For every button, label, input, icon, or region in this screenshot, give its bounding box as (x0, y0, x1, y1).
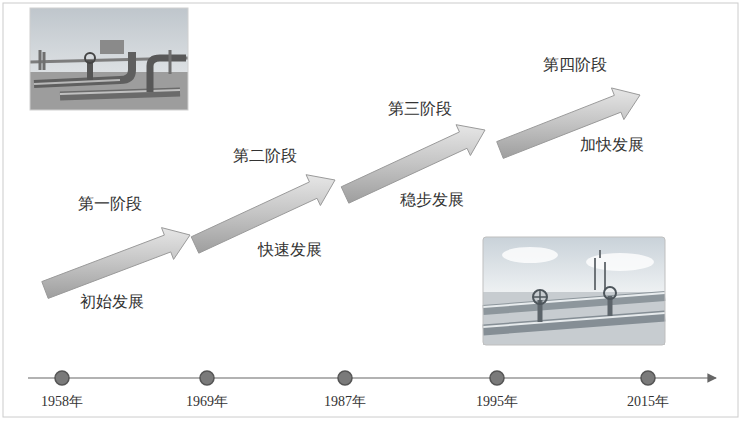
stage-heading: 第二阶段 (233, 146, 297, 166)
pipeline-photo (483, 237, 665, 345)
frame (3, 3, 738, 417)
timeline (28, 371, 716, 385)
stage-caption: 加快发展 (580, 135, 644, 155)
stage-caption: 稳步发展 (400, 190, 464, 210)
stage-heading: 第一阶段 (78, 194, 142, 214)
arrow-outline (42, 228, 190, 299)
stage-heading: 第四阶段 (543, 55, 607, 75)
year-label: 1958年 (41, 393, 83, 411)
year-label: 1995年 (476, 393, 518, 411)
stage-heading: 第三阶段 (388, 99, 452, 119)
pipeline-photo (30, 8, 188, 110)
stage-arrow: 第二阶段快速发展 (190, 143, 355, 270)
stage-caption: 初始发展 (80, 292, 144, 312)
stage-arrow: 第一阶段初始发展 (40, 188, 205, 320)
year-label: 2015年 (627, 393, 669, 411)
year-label: 1969年 (186, 393, 228, 411)
stage-arrow: 第三阶段稳步发展 (340, 93, 505, 220)
stage-arrow: 第四阶段加快发展 (495, 52, 660, 182)
stage-caption: 快速发展 (258, 240, 322, 260)
year-label: 1987年 (324, 393, 366, 411)
